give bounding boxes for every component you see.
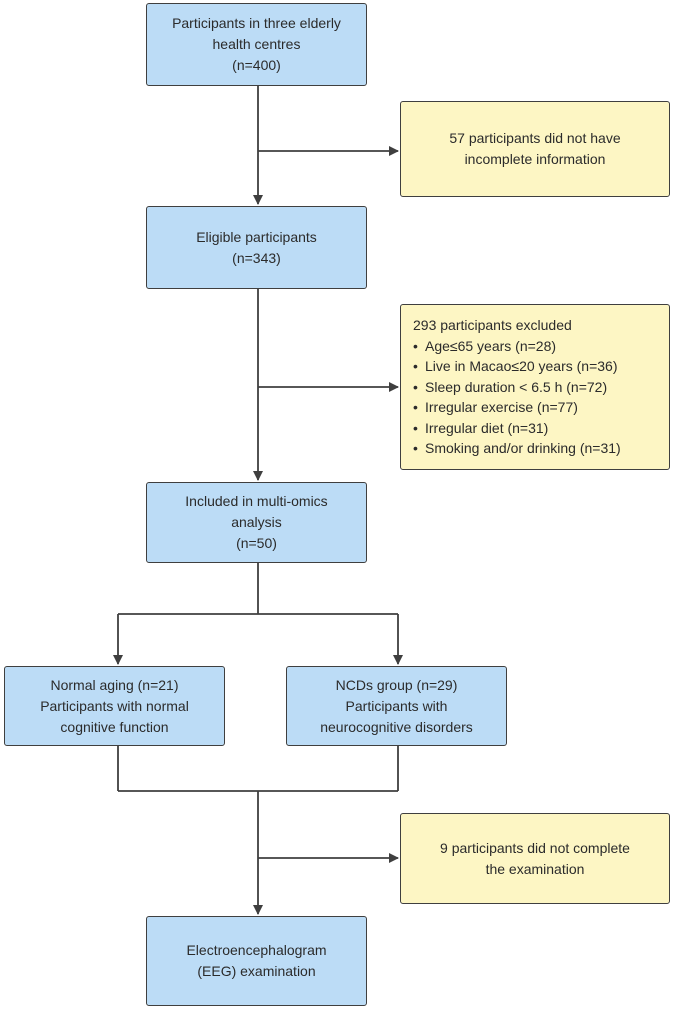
exclusion1-line-2: incomplete information xyxy=(464,151,606,167)
included-line-3: (n=50) xyxy=(236,535,277,551)
exclusion-item-exercise: Irregular exercise (n=77) xyxy=(413,397,578,418)
start-line-3: (n=400) xyxy=(232,57,281,73)
exclusion2-title: 293 participants excluded xyxy=(413,317,572,334)
exclusion3-line-2: the examination xyxy=(485,860,585,877)
included-line-1: Included in multi-omics xyxy=(185,493,328,509)
exclusion-item-smoking: Smoking and/or drinking (n=31) xyxy=(413,438,621,459)
eeg-line-1: Electroencephalogram xyxy=(186,942,327,958)
normal-line-3: cognitive function xyxy=(60,718,169,735)
exclusion-item-sleep: Sleep duration < 6.5 h (n=72) xyxy=(413,377,607,398)
normal-line-1: Normal aging (n=21) xyxy=(50,676,179,693)
exclusion-item-residence: Live in Macao≤20 years (n=36) xyxy=(413,356,618,377)
exclusion-item-diet: Irregular diet (n=31) xyxy=(413,418,548,439)
exclusion-criteria-box: 293 participants excluded Age≤65 years (… xyxy=(400,304,670,470)
start-line-1: Participants in three elderly xyxy=(172,15,341,31)
exclusion-item-age: Age≤65 years (n=28) xyxy=(413,336,556,357)
normal-line-2: Participants with normal xyxy=(40,697,189,714)
ncd-line-3: neurocognitive disorders xyxy=(320,718,473,735)
included-analysis-box: Included in multi-omics analysis (n=50) xyxy=(146,482,367,563)
start-line-2: health centres xyxy=(212,36,301,52)
exclusion1-line-1: 57 participants did not have xyxy=(449,130,621,146)
exclusion-incomplete-exam-box: 9 participants did not complete the exam… xyxy=(400,813,670,904)
exclusion3-line-1: 9 participants did not complete xyxy=(440,839,630,856)
eligible-participants-box: Eligible participants (n=343) xyxy=(146,206,367,289)
normal-aging-box: Normal aging (n=21) Participants with no… xyxy=(4,666,225,746)
included-line-2: analysis xyxy=(231,514,282,530)
ncd-line-1: NCDs group (n=29) xyxy=(335,676,458,693)
eeg-examination-box: Electroencephalogram (EEG) examination xyxy=(146,916,367,1006)
ncd-line-2: Participants with xyxy=(345,697,448,714)
ncd-group-box: NCDs group (n=29) Participants with neur… xyxy=(286,666,507,746)
exclusion-incomplete-info-box: 57 participants did not have incomplete … xyxy=(400,101,670,197)
eeg-line-2: (EEG) examination xyxy=(197,963,316,979)
participants-start-box: Participants in three elderly health cen… xyxy=(146,3,367,86)
eligible-line-1: Eligible participants xyxy=(196,228,317,245)
eligible-line-2: (n=343) xyxy=(232,249,281,266)
